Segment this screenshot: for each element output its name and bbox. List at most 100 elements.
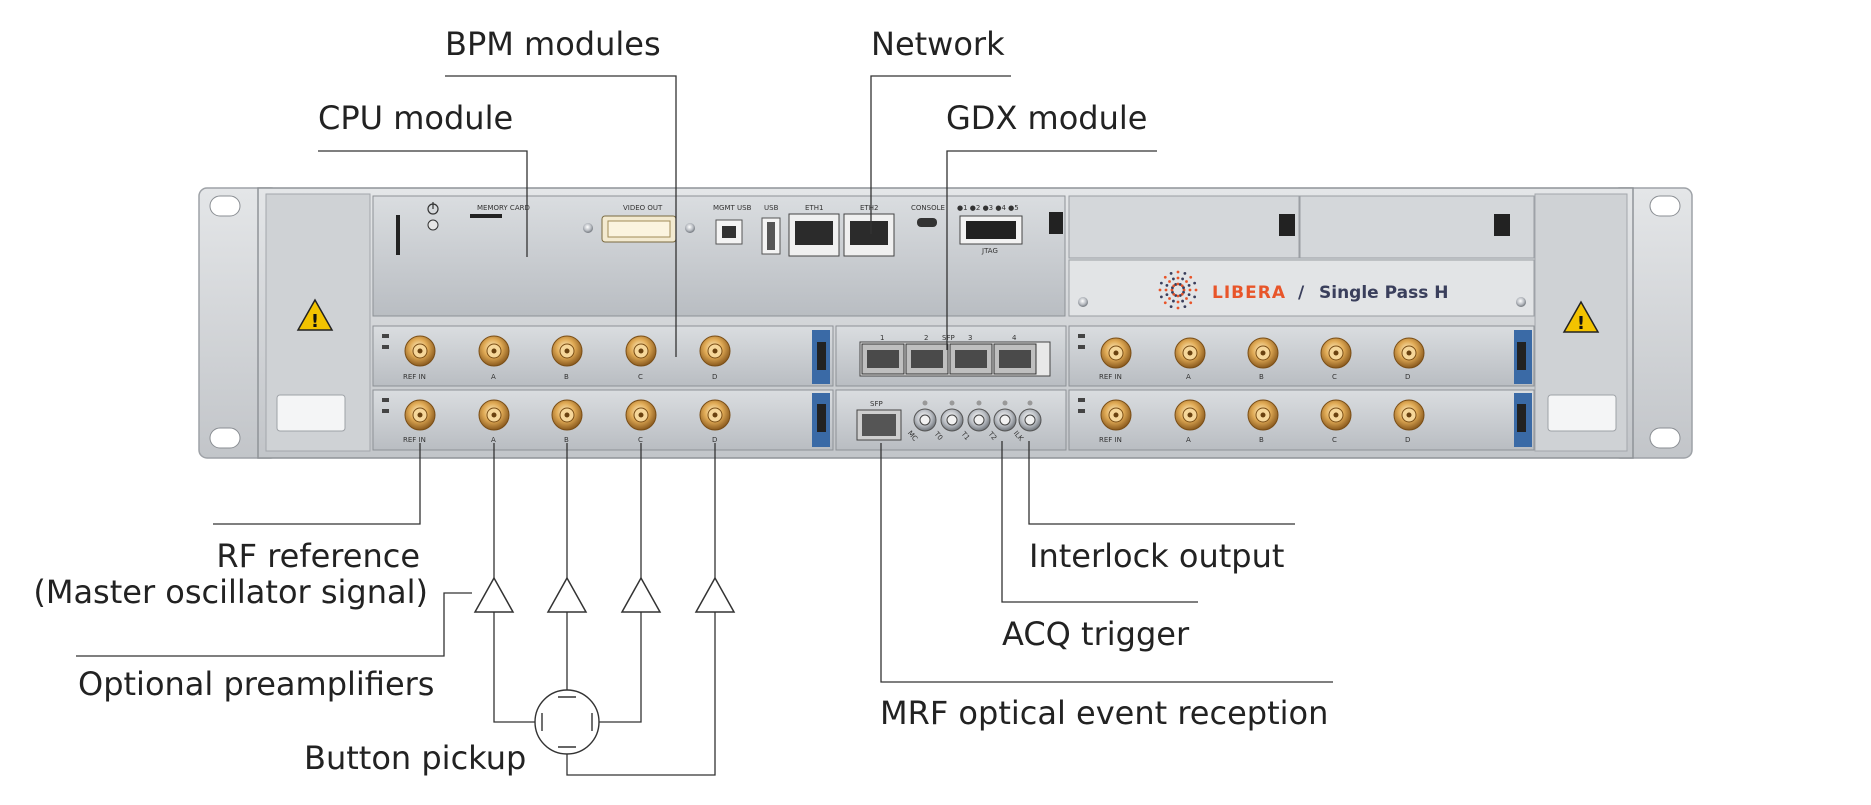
svg-text:!: ! xyxy=(1577,313,1585,334)
sma-connector-icon xyxy=(1247,399,1279,431)
console-label: CONSOLE xyxy=(911,204,945,212)
timing-connector-icon xyxy=(967,408,991,432)
sma-connector-icon xyxy=(699,399,731,431)
channel-label: C xyxy=(1332,373,1337,381)
label-button-pickup: Button pickup xyxy=(304,739,527,777)
channel-label: D xyxy=(1405,436,1411,444)
label-master-oscillator: (Master oscillator signal) xyxy=(33,573,428,611)
channel-label: A xyxy=(1186,436,1191,444)
status-led-icon xyxy=(382,398,389,402)
svg-text:!: ! xyxy=(311,311,319,332)
sfp-slot-label: 1 xyxy=(880,334,885,342)
jtag-pins-label: ●1 ●2 ●3 ●4 ●5 xyxy=(957,204,1019,212)
channel-label: B xyxy=(1259,436,1264,444)
button-pickup-icon xyxy=(534,689,600,755)
brand-slash: / xyxy=(1298,283,1306,303)
sfp-label: SFP xyxy=(942,334,955,342)
bpm-module-3 xyxy=(1068,325,1535,387)
status-led-icon xyxy=(1078,345,1085,349)
sma-connector-icon xyxy=(1100,337,1132,369)
preamp-a xyxy=(473,576,515,613)
sma-connector-icon xyxy=(625,335,657,367)
channel-label: A xyxy=(1186,373,1191,381)
timing-led-icon xyxy=(976,400,982,406)
channel-label: D xyxy=(1405,373,1411,381)
sma-connector-icon xyxy=(404,335,436,367)
preamplifiers xyxy=(473,576,736,613)
sfp-cage-icon xyxy=(993,343,1037,375)
preamp-d xyxy=(694,576,736,613)
leader-lines xyxy=(76,75,1333,776)
channel-label: D xyxy=(712,373,718,381)
libera-brand-panel xyxy=(1068,259,1535,317)
timing-led-icon xyxy=(1027,400,1033,406)
sma-connector-icon xyxy=(1393,399,1425,431)
channel-label: C xyxy=(1332,436,1337,444)
status-led-icon xyxy=(382,334,389,338)
channel-label: A xyxy=(491,373,496,381)
usb-label: USB xyxy=(764,204,779,212)
bpm-module-4 xyxy=(1068,389,1535,451)
status-led-icon xyxy=(1078,409,1085,413)
label-gdx-module: GDX module xyxy=(946,99,1148,137)
label-rf-reference: RF reference xyxy=(216,537,420,575)
timing-connector-icon xyxy=(940,408,964,432)
sma-connector-icon xyxy=(478,399,510,431)
sma-connector-icon xyxy=(551,335,583,367)
sma-connector-icon xyxy=(551,399,583,431)
bpm-module-1 xyxy=(372,325,834,387)
sfp-single-label: SFP xyxy=(870,400,883,408)
preamp-b xyxy=(546,576,588,613)
channel-label: B xyxy=(564,373,569,381)
sma-connector-icon xyxy=(1320,399,1352,431)
status-led-icon xyxy=(382,409,389,413)
sma-connector-icon xyxy=(478,335,510,367)
sfp-slot-label: 4 xyxy=(1012,334,1017,342)
eth2-label: ETH2 xyxy=(860,204,879,212)
sma-connector-icon xyxy=(625,399,657,431)
handle-left xyxy=(276,394,346,432)
ref-in-label: REF IN xyxy=(403,373,426,381)
preamp-c xyxy=(620,576,662,613)
status-led-icon xyxy=(382,345,389,349)
handle-right xyxy=(1547,394,1617,432)
label-bpm-modules: BPM modules xyxy=(445,25,661,63)
ref-in-label: REF IN xyxy=(1099,373,1122,381)
sma-connector-icon xyxy=(404,399,436,431)
status-led-icon xyxy=(1078,334,1085,338)
channel-label: C xyxy=(638,373,643,381)
label-acq-trigger: ACQ trigger xyxy=(1002,615,1190,653)
sfp-cage-icon xyxy=(861,343,905,375)
timing-connector-icon xyxy=(1018,408,1042,432)
sfp-slot-label: 3 xyxy=(968,334,973,342)
label-cpu-module: CPU module xyxy=(318,99,514,137)
channel-label: A xyxy=(491,436,496,444)
brand-name: LIBERA xyxy=(1212,283,1286,303)
ref-in-label: REF IN xyxy=(1099,436,1122,444)
eth1-label: ETH1 xyxy=(805,204,824,212)
video-out-label: VIDEO OUT xyxy=(623,204,663,212)
sma-connector-icon xyxy=(1320,337,1352,369)
memory-card-label: MEMORY CARD xyxy=(477,204,530,212)
timing-led-icon xyxy=(1002,400,1008,406)
label-interlock-output: Interlock output xyxy=(1029,537,1285,575)
sma-connector-icon xyxy=(1174,399,1206,431)
timing-led-icon xyxy=(949,400,955,406)
sma-connector-icon xyxy=(1100,399,1132,431)
sma-connector-icon xyxy=(1174,337,1206,369)
libera-logo-icon xyxy=(1158,270,1198,310)
ref-in-label: REF IN xyxy=(403,436,426,444)
timing-connector-icon xyxy=(993,408,1017,432)
status-led-icon xyxy=(1078,398,1085,402)
bpm-module-2 xyxy=(372,389,834,451)
mgmt-usb-label: MGMT USB xyxy=(713,204,752,212)
label-optional-preamplifiers: Optional preamplifiers xyxy=(78,665,435,703)
channel-label: C xyxy=(638,436,643,444)
timing-led-icon xyxy=(922,400,928,406)
timing-connector-icon xyxy=(913,408,937,432)
channel-label: D xyxy=(712,436,718,444)
warning-icon-right: ! xyxy=(1562,300,1600,334)
channel-label: B xyxy=(1259,373,1264,381)
sma-connector-icon xyxy=(1393,337,1425,369)
